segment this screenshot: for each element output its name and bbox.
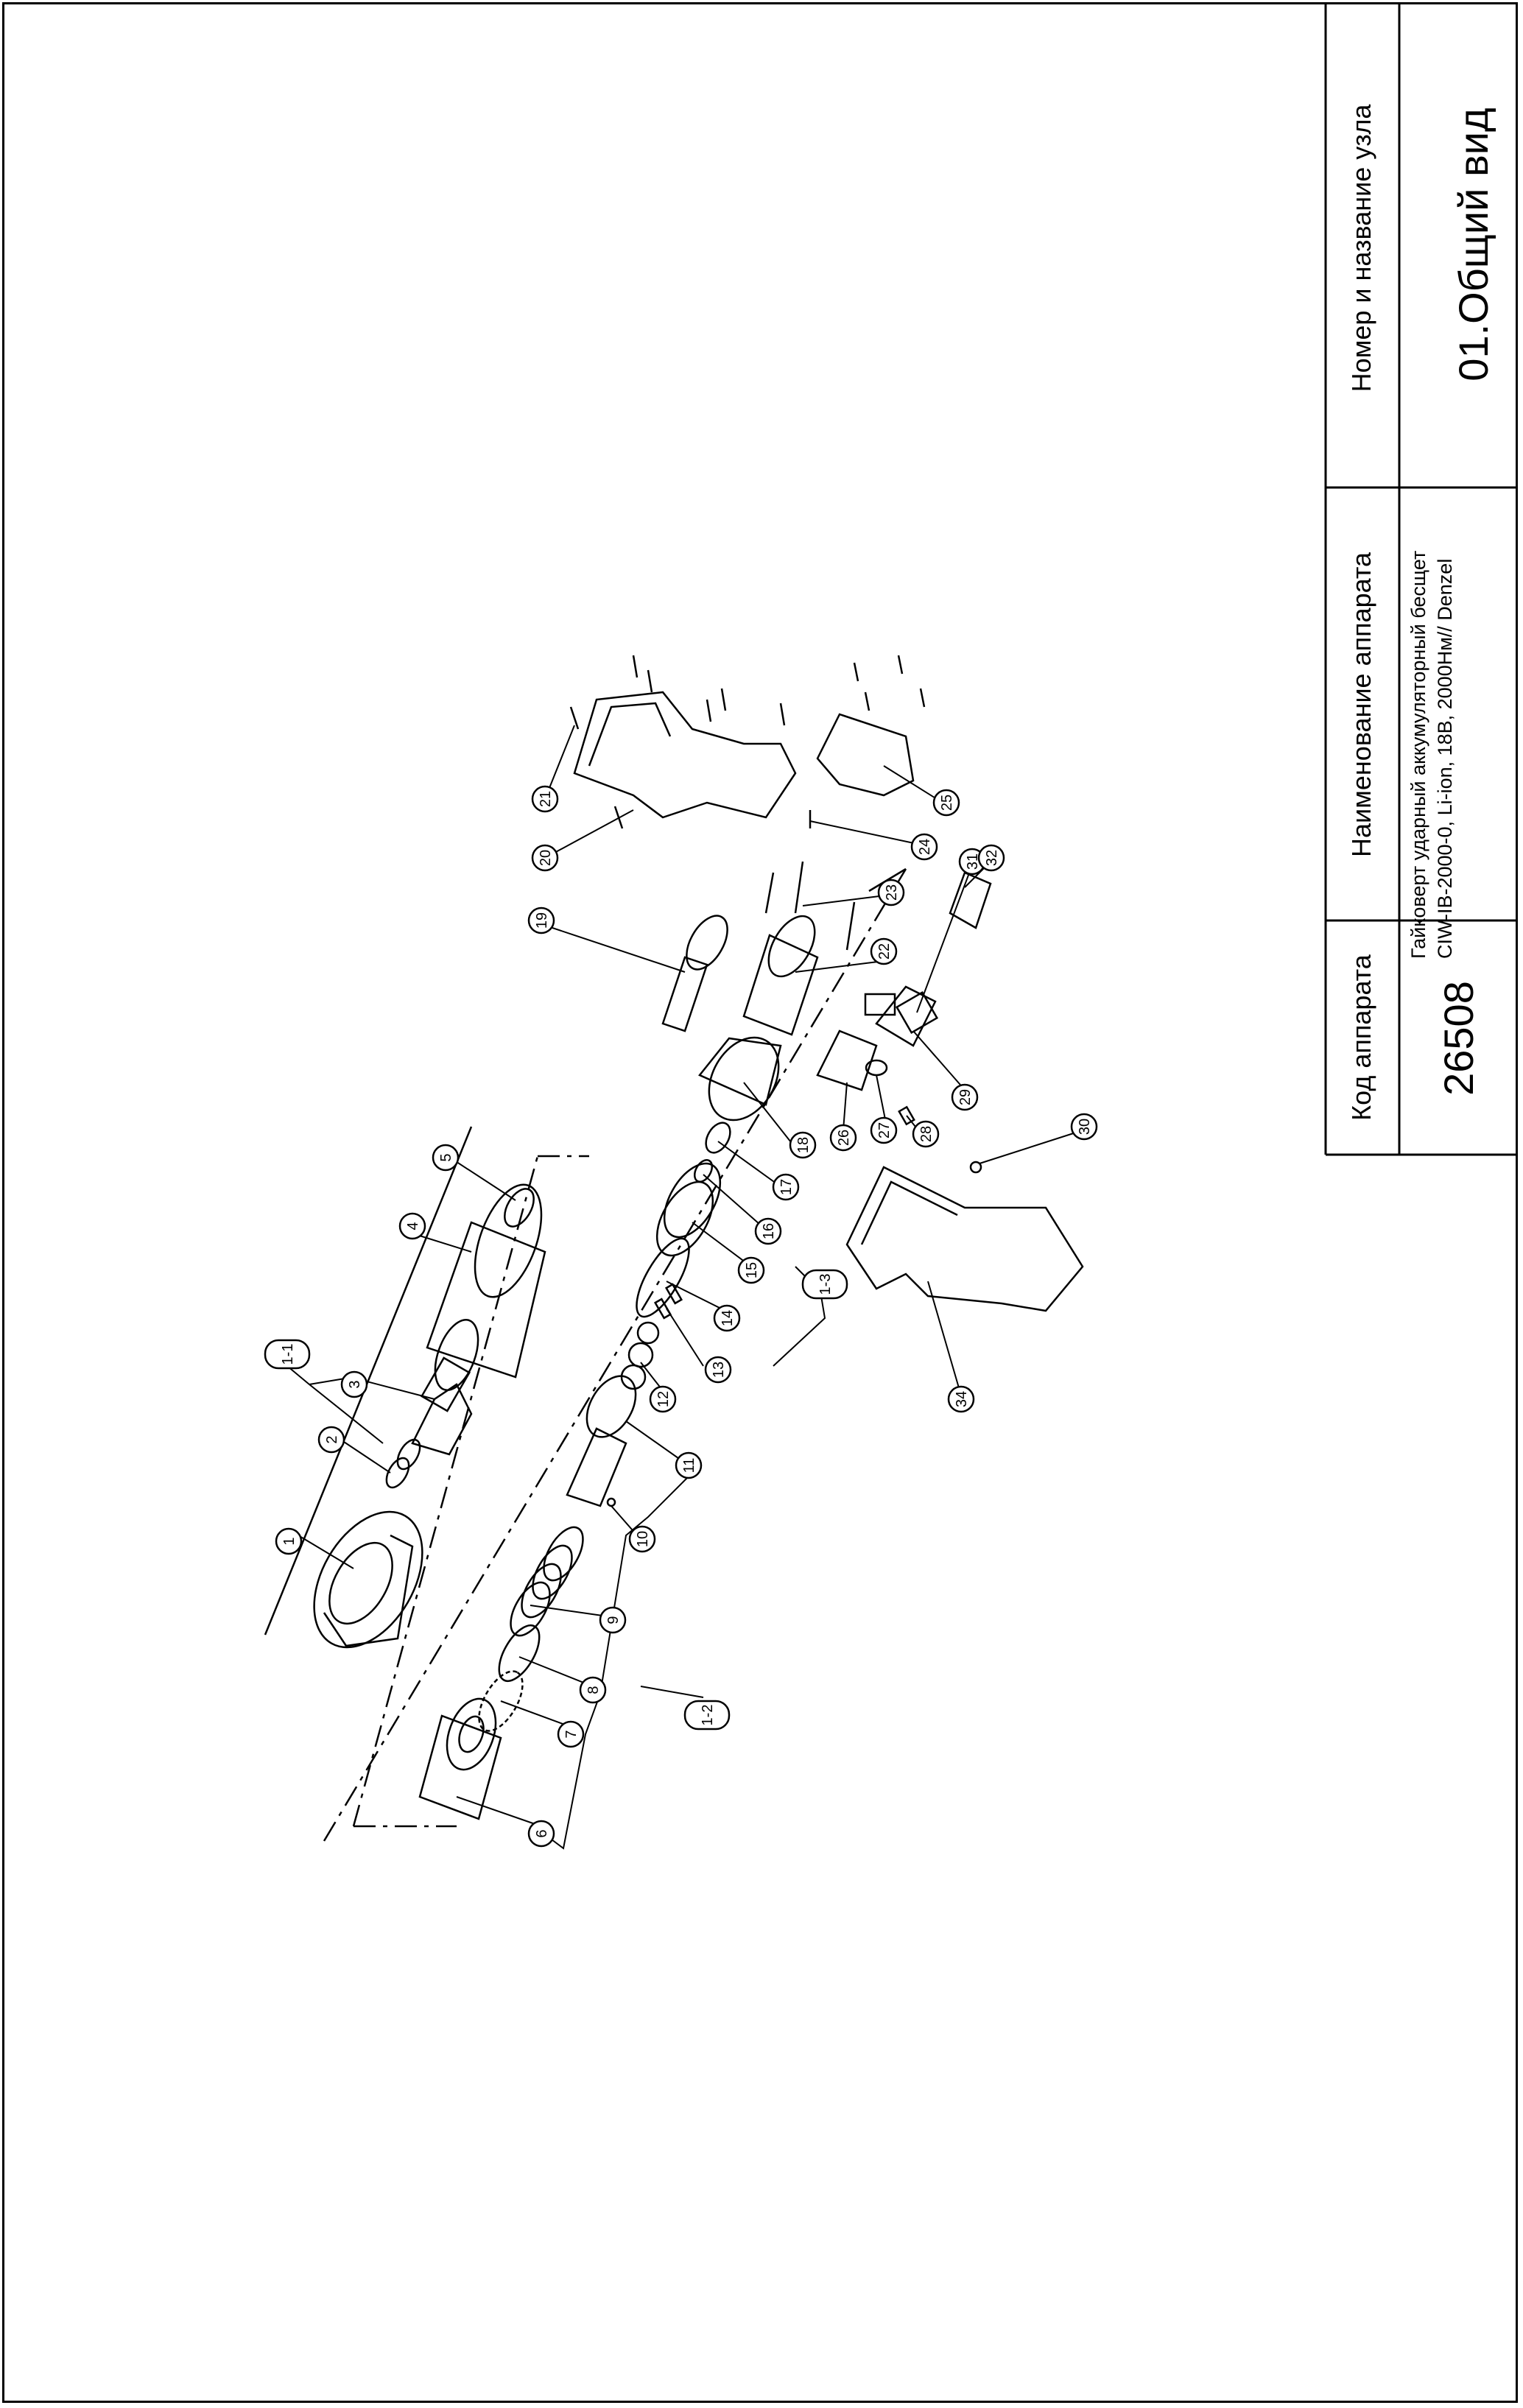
callout-28: 28	[918, 1126, 935, 1142]
part-25-housing-half	[816, 655, 926, 797]
name-value: Гайковерт ударный аккумуляторный бесщет …	[1407, 550, 1456, 959]
part-1-front-cover	[313, 1510, 423, 1649]
callout-7: 7	[563, 1730, 580, 1738]
callout-8: 8	[585, 1686, 602, 1694]
callout-22: 22	[876, 943, 893, 960]
part-7-balls	[478, 1670, 524, 1732]
centerline-dashdot	[323, 868, 907, 1842]
callout-18: 18	[795, 1137, 812, 1153]
callout-31: 31	[965, 853, 981, 870]
node-value: 01.Общий вид	[1450, 108, 1496, 381]
part-3-anvil	[411, 1356, 473, 1456]
part-15-ring-gear	[655, 1162, 722, 1257]
part-17-bearing	[705, 1122, 731, 1154]
part-5-washer	[504, 1188, 535, 1228]
exploded-view: 1 2 3 4 5 6 7 8 9 10 11 12 13 14 15 16 1…	[264, 655, 1098, 1850]
centerline-dashdot-2	[352, 1155, 539, 1827]
name-label: Наименование аппарата	[1346, 552, 1376, 857]
group-callout-1-2: 1-2	[700, 1705, 716, 1726]
part-16-washer	[693, 1159, 714, 1183]
part-30-screw	[969, 1161, 982, 1174]
callout-9: 9	[605, 1616, 622, 1624]
callout-13: 13	[711, 1362, 727, 1378]
callout-circles	[264, 785, 1098, 1848]
part-23-screws	[764, 861, 856, 951]
part-6-hammer	[418, 1697, 502, 1820]
callout-27: 27	[876, 1122, 893, 1138]
group-callout-1-3: 1-3	[817, 1274, 834, 1295]
callout-12: 12	[655, 1391, 672, 1407]
part-32-terminal	[949, 871, 992, 929]
callout-17: 17	[778, 1179, 795, 1195]
callout-16: 16	[761, 1223, 777, 1239]
part-13-pins	[653, 1283, 683, 1320]
part-14-circlip	[636, 1237, 690, 1318]
part-31-controller	[895, 990, 939, 1035]
callout-24: 24	[917, 839, 933, 855]
callout-30: 30	[1077, 1119, 1093, 1135]
part-12-planet-gears	[620, 1321, 660, 1390]
callout-20: 20	[538, 850, 554, 866]
callout-14: 14	[720, 1310, 736, 1326]
callout-labels: 1 2 3 4 5 6 7 8 9 10 11 12 13 14 15 16 1…	[280, 791, 1093, 1838]
axis-line-upper	[264, 1126, 473, 1636]
part-22-stator	[742, 915, 819, 1036]
callout-15: 15	[744, 1262, 760, 1278]
part-10-ball	[606, 1497, 616, 1507]
part-2-rings	[385, 1438, 421, 1489]
part-18-motor-plate	[698, 1036, 782, 1122]
leader-lines	[298, 725, 1083, 1827]
part-21-screws	[569, 655, 786, 829]
callout-5: 5	[438, 1153, 454, 1161]
part-28-spring	[898, 1105, 915, 1126]
part-8-washer	[498, 1624, 541, 1682]
callout-2: 2	[324, 1435, 340, 1443]
callout-6: 6	[534, 1829, 550, 1837]
part-20-housing-half	[573, 691, 797, 819]
callout-1: 1	[281, 1537, 298, 1545]
callout-3: 3	[347, 1380, 363, 1388]
callout-21: 21	[538, 791, 554, 807]
code-value: 26508	[1435, 981, 1482, 1096]
callout-34: 34	[954, 1391, 970, 1407]
part-19-rotor	[661, 915, 728, 1032]
callout-19: 19	[534, 912, 550, 929]
part-26-switch	[816, 1029, 878, 1091]
callout-29: 29	[957, 1089, 974, 1105]
callout-25: 25	[939, 795, 955, 811]
part-4-hammer-case	[426, 1183, 546, 1392]
callout-11: 11	[681, 1458, 697, 1474]
code-label: Код аппарата	[1346, 954, 1376, 1121]
part-9-spring	[510, 1526, 584, 1637]
callout-32: 32	[984, 850, 1000, 866]
callout-4: 4	[405, 1222, 421, 1230]
node-label: Номер и название узла	[1346, 104, 1376, 392]
callout-26: 26	[836, 1130, 852, 1146]
callout-23: 23	[884, 884, 900, 901]
part-29-pcb	[864, 985, 937, 1047]
callout-10: 10	[635, 1531, 651, 1547]
group-callout-1-1: 1-1	[280, 1344, 296, 1365]
part-34-battery	[845, 1166, 1084, 1312]
part-11-spindle	[566, 1375, 637, 1507]
